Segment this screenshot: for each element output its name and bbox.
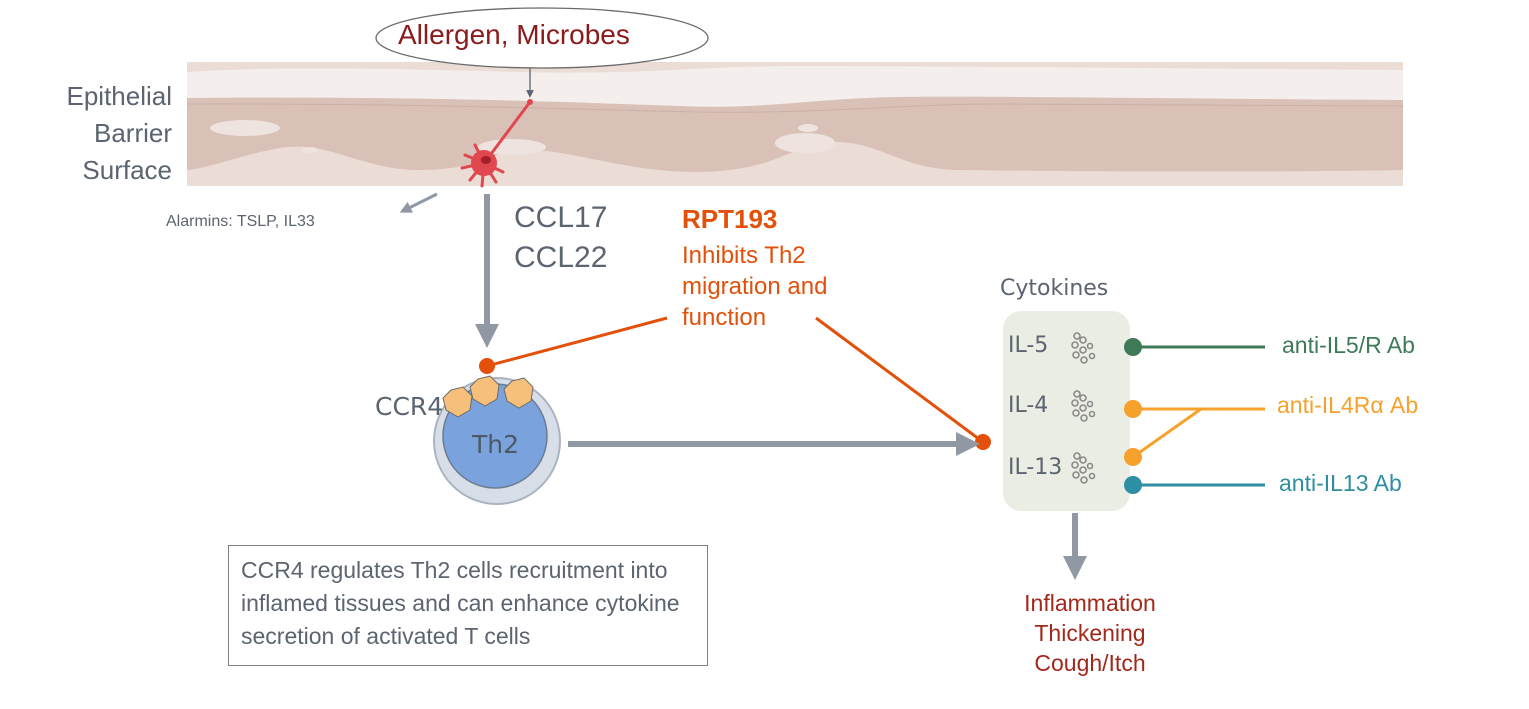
il13-molecule-icon xyxy=(1071,452,1096,484)
drug-description-line: migration and xyxy=(682,273,828,300)
il5-molecule-icon xyxy=(1071,332,1096,364)
anti-il5-antibody-label: anti-IL5/R Ab xyxy=(1282,332,1415,358)
dendritic-cell-icon xyxy=(460,99,533,188)
effect-cough-itch: Cough/Itch xyxy=(1034,650,1146,676)
drug-description: Inhibits Th2 migration and function xyxy=(682,240,827,333)
th2-label: Th2 xyxy=(472,430,520,459)
cytokine-il4-label: IL-4 xyxy=(1008,393,1049,418)
allergen-bubble xyxy=(375,7,709,69)
ccr4-receptor-icon xyxy=(442,375,534,418)
ccr4-note-box: CCR4 regulates Th2 cells recruitment int… xyxy=(228,545,708,666)
alarmins-label: Alarmins: TSLP, IL33 xyxy=(166,213,315,230)
clinical-effects-label: Inflammation Thickening Cough/Itch xyxy=(960,588,1220,678)
allergen-label: Allergen, Microbes xyxy=(398,19,630,50)
drug-description-line: Inhibits Th2 xyxy=(682,242,806,269)
il4-molecule-icon xyxy=(1071,390,1096,422)
epithelial-label-line: Barrier xyxy=(93,118,172,148)
rpt193-inhibit-dot-cytokines xyxy=(975,434,991,450)
epithelial-label-line: Epithelial xyxy=(66,81,172,111)
cytokine-molecule-icons xyxy=(1071,332,1096,484)
epithelium-tissue xyxy=(186,62,1404,186)
anti-il13-dot xyxy=(1124,476,1142,494)
anti-il13-antibody-label: anti-IL13 Ab xyxy=(1279,470,1402,496)
drug-description-line: function xyxy=(682,304,767,331)
anti-il4ra-dot-il13 xyxy=(1124,448,1142,466)
effect-thickening: Thickening xyxy=(1034,620,1146,646)
alarmins-arrow xyxy=(399,192,438,213)
effect-inflammation: Inflammation xyxy=(1024,590,1156,616)
cytokines-title: Cytokines xyxy=(1000,276,1109,301)
cytokine-il5-label: IL-5 xyxy=(1008,333,1049,358)
epithelial-label-line: Surface xyxy=(82,155,172,185)
cytokine-box xyxy=(1003,311,1130,511)
ccr4-label: CCR4 xyxy=(375,392,444,421)
drug-name-label: RPT193 xyxy=(682,204,778,234)
anti-il4ra-dot-il4 xyxy=(1124,400,1142,418)
cytokine-il13-label: IL-13 xyxy=(1008,455,1063,480)
chemokine-ccl17-label: CCL17 xyxy=(514,201,608,234)
chemokine-ccl22-label: CCL22 xyxy=(514,241,608,274)
chemokine-labels: CCL17 CCL22 xyxy=(514,198,607,278)
rpt193-inhibit-line-ccr4 xyxy=(486,316,668,368)
anti-il5-dot xyxy=(1124,338,1142,356)
anti-il4ra-antibody-label: anti-IL4Rα Ab xyxy=(1277,392,1419,418)
epithelial-barrier-label: Epithelial Barrier Surface xyxy=(40,78,172,189)
rpt193-inhibit-dot-ccr4 xyxy=(479,358,495,374)
rpt193-inhibit-line-cytokines xyxy=(815,316,984,444)
anti-il4ra-line-il13 xyxy=(1132,407,1202,459)
